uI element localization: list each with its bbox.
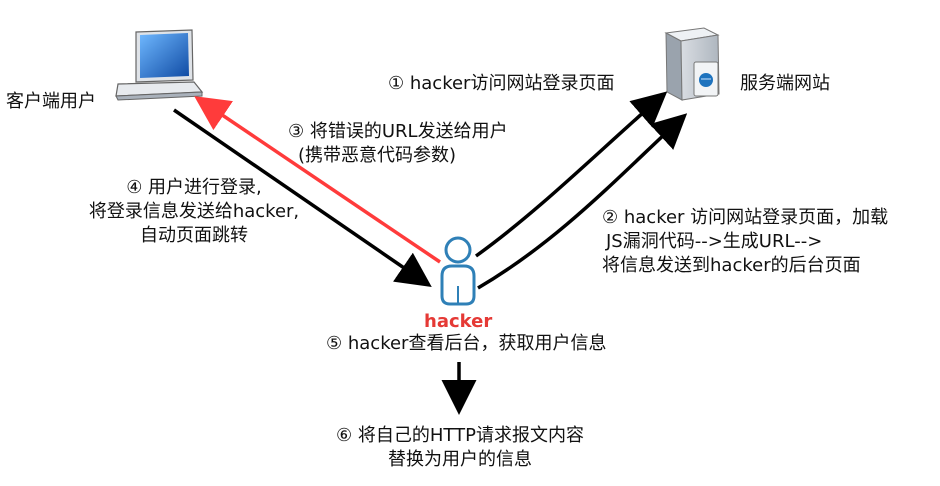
client-label: 客户端用户 bbox=[6, 91, 96, 112]
step3-line2: (携带恶意代码参数) bbox=[298, 145, 457, 166]
laptop-icon bbox=[115, 29, 204, 101]
step2-text: ② hacker 访问网站登录页面，加载 JS漏洞代码-->生成URL--> 将… bbox=[602, 206, 888, 278]
arrow-step2 bbox=[477, 113, 688, 290]
step4-line1: ④ 用户进行登录, bbox=[126, 177, 262, 198]
step2-line1: ② hacker 访问网站登录页面，加载 bbox=[602, 207, 889, 228]
arrow-step4 bbox=[173, 108, 432, 287]
step5-text: ⑤ hacker查看后台，获取用户信息 bbox=[326, 333, 607, 354]
step6-line2: 替换为用户的信息 bbox=[388, 449, 532, 470]
step6-line1: ⑥ 将自己的HTTP请求报文内容 bbox=[336, 425, 584, 446]
step4-text: ④ 用户进行登录, 将登录信息发送给hacker, 自动页面跳转 bbox=[74, 176, 314, 248]
hacker-icon bbox=[440, 236, 476, 306]
step1-text: ① hacker访问网站登录页面 bbox=[388, 73, 615, 94]
step2-line3: 将信息发送到hacker的后台页面 bbox=[602, 255, 861, 276]
step3-line1: ③ 将错误的URL发送给用户 bbox=[288, 121, 508, 142]
step4-line2: 将登录信息发送给hacker, bbox=[88, 201, 300, 222]
step3-text: ③ 将错误的URL发送给用户 (携带恶意代码参数) bbox=[288, 120, 508, 168]
arrow-step3 bbox=[194, 96, 441, 264]
step4-line3: 自动页面跳转 bbox=[140, 225, 248, 246]
server-icon bbox=[664, 27, 720, 101]
arrow-step1 bbox=[474, 91, 668, 258]
step6-text: ⑥ 将自己的HTTP请求报文内容 替换为用户的信息 bbox=[300, 424, 620, 472]
server-label: 服务端网站 bbox=[740, 73, 830, 94]
hacker-label: hacker bbox=[424, 311, 493, 332]
step2-line2: JS漏洞代码-->生成URL--> bbox=[606, 231, 823, 252]
